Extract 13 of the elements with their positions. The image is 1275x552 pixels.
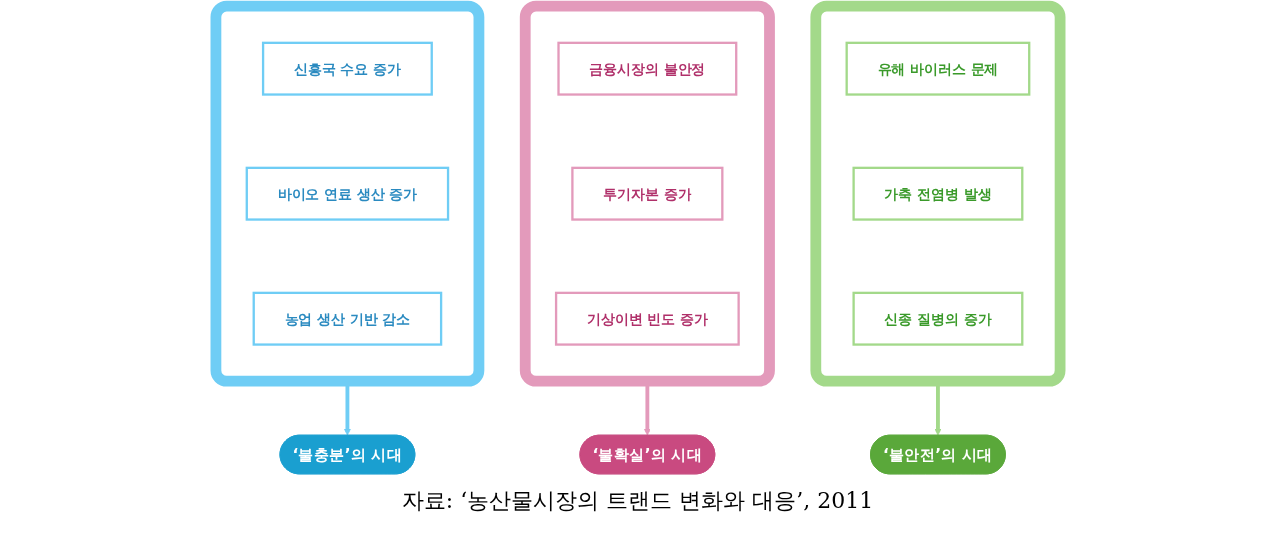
- node-box: 신흥국 수요 증가: [261, 41, 433, 96]
- node-box: 신종 질병의 증가: [851, 291, 1023, 346]
- node-box: 유해 바이러스 문제: [845, 41, 1030, 96]
- cluster: [210, 0, 484, 387]
- node-box: 금융시장의 불안정: [556, 41, 737, 96]
- node-box: 가축 전염병 발생: [851, 166, 1023, 221]
- node-box: 투기자본 증가: [570, 166, 723, 221]
- cluster: [519, 0, 775, 387]
- node-box: 바이오 연료 생산 증가: [245, 166, 449, 221]
- node-box: 기상이변 빈도 증가: [554, 291, 740, 346]
- caption: 자료: ‘농산물시장의 트랜드 변화와 대응’, 2011: [401, 487, 874, 515]
- node-box: 농업 생산 기반 감소: [252, 291, 442, 346]
- cluster: [809, 0, 1065, 387]
